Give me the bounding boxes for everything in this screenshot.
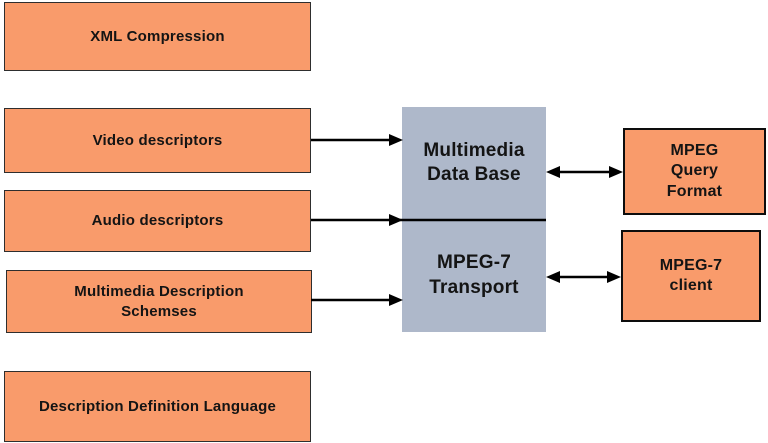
video-descriptors-label: Video descriptors	[92, 131, 223, 149]
central-system-box: Multimedia Data Base MPEG-7 Transport	[402, 107, 546, 332]
mpeg7-client-box: MPEG-7 client	[621, 230, 761, 322]
video-to-database-arrow	[311, 134, 403, 146]
multimedia-description-schemses-box: Multimedia Description Schemses	[6, 270, 312, 333]
xml-compression-box: XML Compression	[4, 2, 311, 71]
database-queryformat-double-arrow	[546, 166, 623, 178]
multimedia-data-base-section: Multimedia Data Base	[402, 107, 546, 220]
description-definition-language-label: Description Definition Language	[38, 397, 277, 415]
video-descriptors-box: Video descriptors	[4, 108, 311, 173]
mpeg7-transport-label: MPEG-7 Transport	[429, 252, 519, 298]
mpeg-query-format-label: MPEG Query Format	[666, 141, 723, 200]
mpeg7-client-label: MPEG-7 client	[659, 256, 723, 294]
schemses-to-transport-arrow	[311, 294, 403, 306]
mpeg-query-format-box: MPEG Query Format	[623, 128, 766, 215]
transport-client-double-arrow	[546, 271, 621, 283]
multimedia-description-schemses-label: Multimedia Description Schemses	[74, 283, 244, 320]
audio-descriptors-box: Audio descriptors	[4, 190, 311, 252]
xml-compression-label: XML Compression	[90, 27, 225, 45]
description-definition-language-box: Description Definition Language	[4, 371, 311, 442]
mpeg7-transport-section: MPEG-7 Transport	[402, 220, 546, 333]
audio-descriptors-label: Audio descriptors	[91, 212, 224, 230]
multimedia-data-base-label: Multimedia Data Base	[423, 139, 525, 186]
